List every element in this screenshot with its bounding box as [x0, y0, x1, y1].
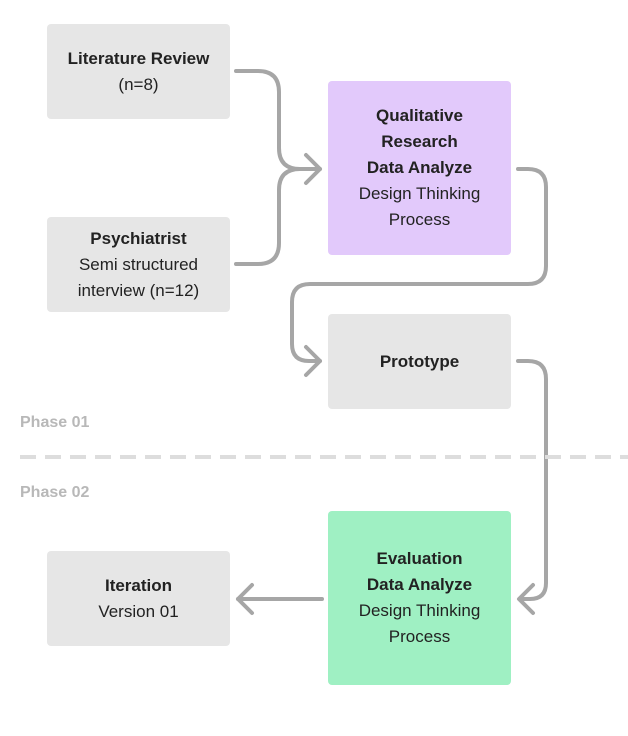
node-qualitative-research: Qualitative Research Data Analyze Design…	[328, 81, 511, 255]
phase-01-label: Phase 01	[20, 414, 90, 431]
arrowhead-iteration	[236, 583, 254, 615]
node-iteration-title: Iteration	[104, 575, 173, 595]
arrowhead-qualitative	[304, 153, 322, 185]
node-psychiatrist-line1: Semi structured	[78, 254, 199, 274]
node-literature-review: Literature Review (n=8)	[47, 24, 230, 119]
node-psychiatrist: Psychiatrist Semi structured interview (…	[47, 217, 230, 312]
node-evaluation: Evaluation Data Analyze Design Thinking …	[328, 511, 511, 685]
node-qualitative-line1: Design Thinking	[358, 184, 481, 203]
node-psychiatrist-line2: interview (n=12)	[77, 280, 200, 300]
node-iteration: Iteration Version 01	[47, 551, 230, 646]
node-literature-title: Literature Review	[67, 48, 210, 68]
node-iteration-version: Version 01	[98, 601, 179, 621]
arrowhead-prototype	[304, 345, 322, 377]
phase-02-label: Phase 02	[20, 484, 90, 501]
node-evaluation-line2: Process	[388, 627, 451, 646]
node-psychiatrist-title: Psychiatrist	[90, 228, 187, 248]
arrowhead-evaluation	[517, 583, 535, 615]
node-qualitative-title2: Research	[381, 132, 458, 151]
node-prototype-title: Prototype	[379, 351, 460, 371]
arrow-psychiatrist-to-qualitative	[234, 167, 302, 266]
node-evaluation-line1: Design Thinking	[358, 601, 481, 620]
node-qualitative-title1: Qualitative	[376, 106, 463, 125]
node-qualitative-title3: Data Analyze	[366, 158, 473, 177]
arrow-literature-to-qualitative	[234, 69, 322, 171]
node-qualitative-line2: Process	[388, 210, 451, 229]
node-evaluation-title2: Data Analyze	[366, 575, 473, 594]
node-evaluation-title1: Evaluation	[376, 549, 463, 568]
node-literature-count: (n=8)	[118, 74, 159, 94]
arrow-qualitative-to-prototype	[290, 167, 548, 363]
node-prototype: Prototype	[328, 314, 511, 409]
arrow-prototype-to-evaluation	[516, 359, 548, 601]
